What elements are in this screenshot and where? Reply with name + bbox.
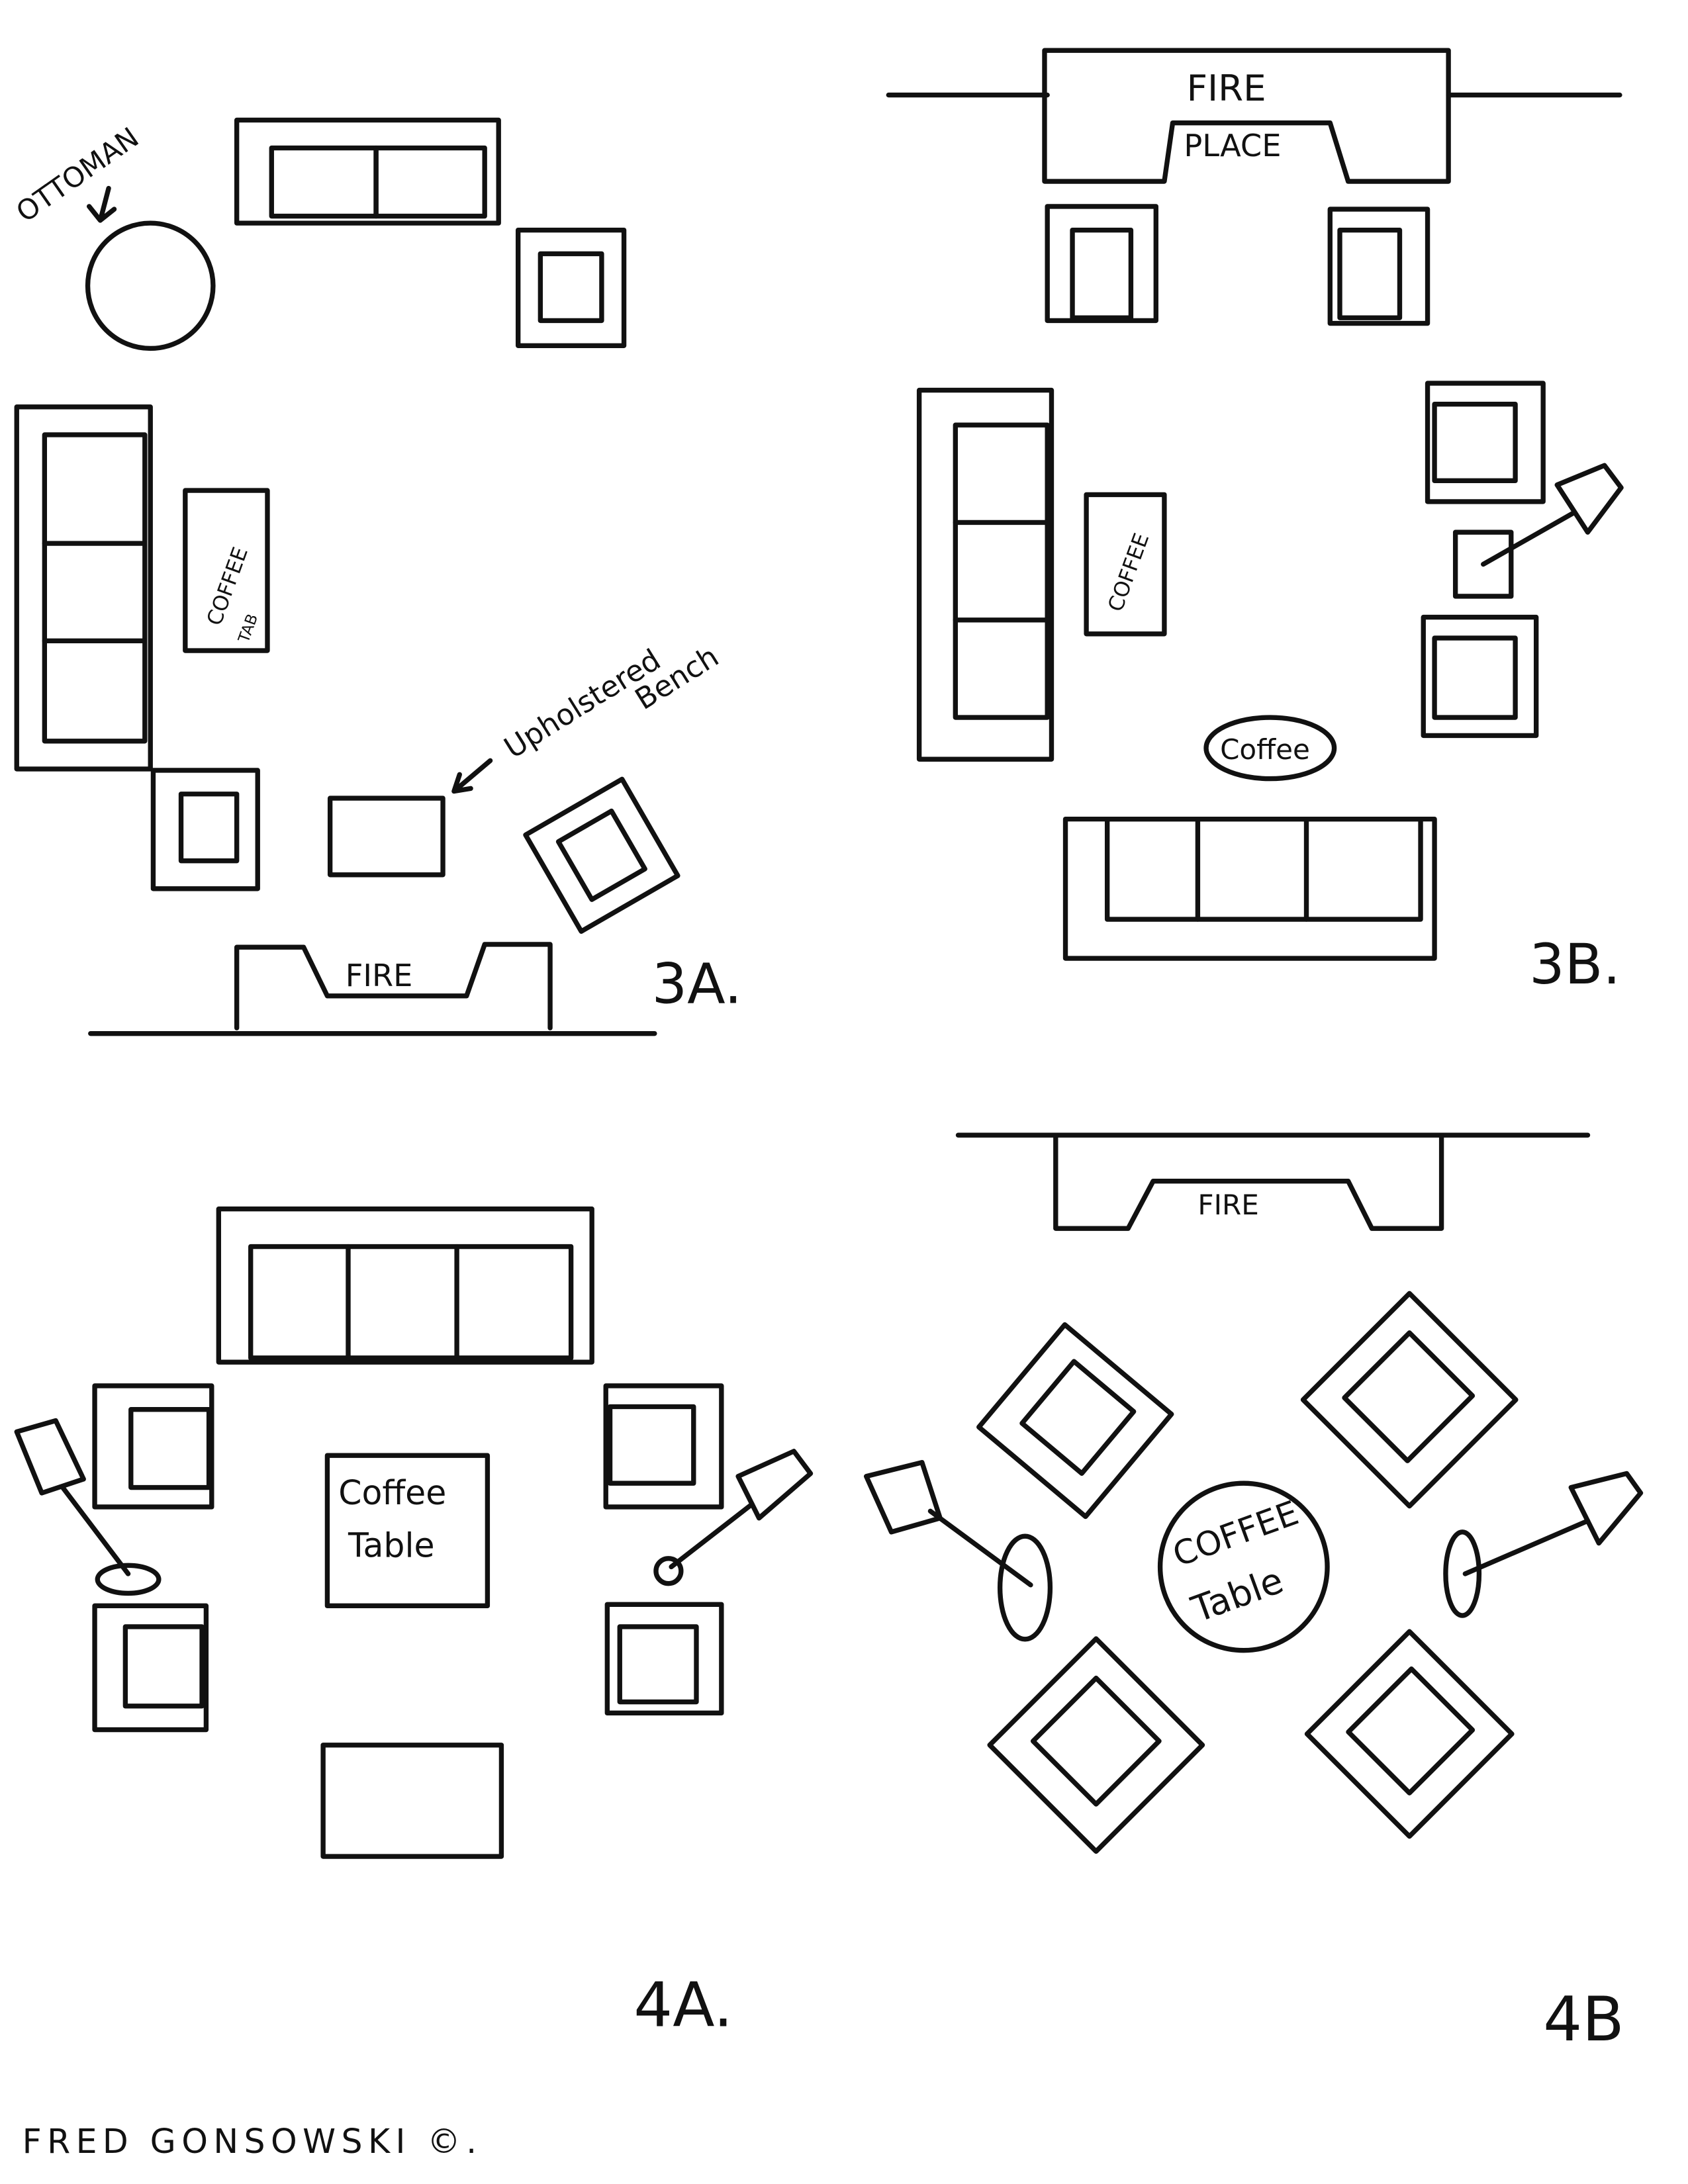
svg-text:FIRE: FIRE (1187, 67, 1266, 109)
svg-text:Table: Table (348, 1526, 435, 1565)
armchair-angled (523, 776, 680, 934)
armchair (92, 1383, 214, 1510)
floor-lamp (653, 1449, 814, 1586)
floor-lamp (1443, 1471, 1644, 1618)
svg-text:Table: Table (1186, 1559, 1289, 1631)
svg-text:FIRE: FIRE (346, 958, 413, 993)
coffee-table: Coffee Table (324, 1453, 491, 1609)
layout-4b: FIRE COFFEE Table 4B (863, 1132, 1644, 2055)
floor-lamp (863, 1459, 1053, 1642)
sofa (1062, 816, 1437, 961)
ottoman-label: OTTOMAN (11, 121, 145, 229)
armchair (1421, 614, 1539, 739)
sofa (234, 117, 501, 226)
coffee-table: COFFEE (1084, 492, 1167, 637)
armchair (604, 1602, 724, 1716)
fireplace: FIRE (955, 1132, 1591, 1231)
armchair-angled (1300, 1291, 1519, 1509)
floor-lamp (14, 1418, 162, 1596)
armchair (150, 768, 260, 891)
fireplace: FIRE PLACE (886, 48, 1622, 184)
armchair (1045, 204, 1158, 324)
layout-3a: OTTOMAN COFFEE TAB Upholstered Bench (11, 117, 742, 1036)
armchair-angled (976, 1322, 1174, 1520)
svg-text:Coffee: Coffee (338, 1473, 446, 1512)
svg-text:PLACE: PLACE (1184, 128, 1281, 163)
layout-label: 4A. (633, 1970, 733, 2041)
sofa (216, 1206, 594, 1365)
svg-text:Coffee: Coffee (1220, 733, 1310, 766)
arrow (86, 185, 117, 223)
coffee-table-round: COFFEE Table (1157, 1480, 1330, 1653)
armchair-angled (987, 1636, 1205, 1854)
layout-4a: Coffee Table 4A. (14, 1206, 814, 2041)
armchair (1425, 381, 1546, 504)
armchair-angled (1304, 1629, 1515, 1839)
bench (320, 1743, 504, 1859)
long-sofa (916, 387, 1055, 762)
armchair (603, 1383, 724, 1510)
coffee-table-oval: Coffee (1203, 715, 1337, 782)
armchair (92, 1603, 209, 1733)
upholstered-bench (327, 796, 445, 878)
layout-3b: FIRE PLACE COFFEE (886, 48, 1624, 997)
ottoman (85, 220, 216, 351)
svg-text:COFFEE: COFFEE (1103, 530, 1154, 615)
layout-label: 3A. (652, 951, 742, 1016)
svg-text:FIRE: FIRE (1197, 1189, 1258, 1221)
long-sofa (14, 404, 153, 772)
lamp-table (1452, 463, 1624, 599)
layout-label: 4B (1543, 1983, 1624, 2055)
armchair (515, 227, 627, 348)
coffee-table: COFFEE TAB (183, 488, 270, 653)
svg-text:TAB: TAB (235, 612, 261, 645)
arrow (451, 758, 493, 794)
layout-label: 3B. (1529, 932, 1620, 997)
fireplace: FIRE (88, 942, 657, 1036)
signature: FRED GONSOWSKI ©. (23, 2122, 483, 2161)
armchair (1327, 206, 1430, 326)
